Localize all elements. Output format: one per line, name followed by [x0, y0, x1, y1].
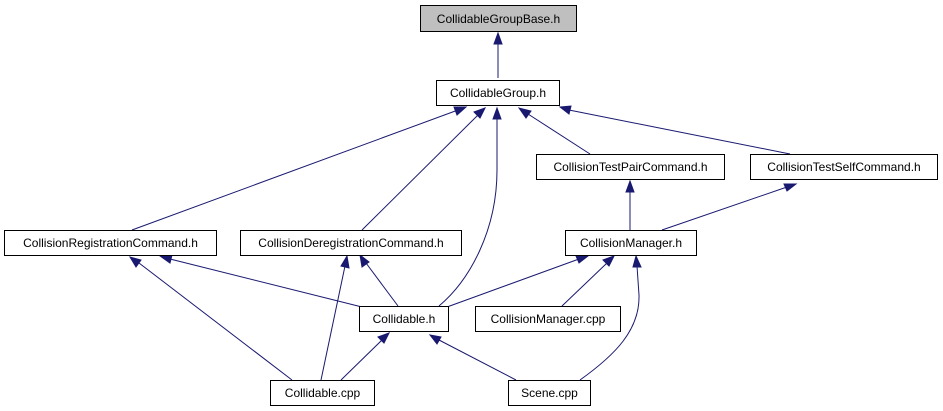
edge-collidableh-to-collidablegroup	[438, 118, 498, 307]
node-collisionderegistrationcommand-h[interactable]: CollisionDeregistrationCommand.h	[240, 230, 462, 256]
arrowhead	[625, 179, 635, 193]
arrowhead	[783, 183, 798, 192]
arrowhead	[128, 256, 142, 268]
edge-deregistration-to-collidablegroup	[361, 114, 479, 231]
edge-testpair-to-collidablegroup	[527, 113, 591, 155]
edge-collidableh-to-registration	[169, 258, 363, 308]
edge-scenecpp-to-collidableh	[438, 339, 517, 381]
edge-collidablecpp-to-registration	[138, 262, 293, 381]
arrowhead	[453, 106, 468, 116]
arrowhead	[632, 254, 642, 268]
arrowhead	[558, 105, 572, 115]
node-collisiontestpaircommand-h[interactable]: CollisionTestPairCommand.h	[536, 154, 725, 180]
edge-registration-to-collidablegroup	[131, 109, 459, 231]
node-collidablegroup-h[interactable]: CollidableGroup.h	[436, 80, 560, 106]
arrowhead	[492, 106, 502, 120]
arrowhead	[602, 255, 616, 267]
node-collidablegroupbase-h: CollidableGroupBase.h	[420, 5, 577, 32]
node-collisionmanager-h[interactable]: CollisionManager.h	[565, 230, 697, 256]
edge-testself-to-collidablegroup	[568, 109, 791, 155]
node-collidable-cpp[interactable]: Collidable.cpp	[270, 380, 375, 406]
edge-collidableh-to-manager	[446, 258, 580, 308]
edge-managercpp-to-manager	[561, 262, 608, 307]
arrowhead	[359, 253, 370, 268]
edge-collidablecpp-to-collidableh	[340, 339, 383, 381]
arrowhead	[340, 254, 350, 269]
node-collisionregistrationcommand-h[interactable]: CollisionRegistrationCommand.h	[4, 230, 217, 256]
arrowhead	[575, 255, 590, 264]
arrowhead	[473, 107, 487, 119]
arrowhead	[493, 31, 503, 45]
arrowhead	[158, 254, 173, 264]
edge-scenecpp-to-manager	[579, 265, 640, 381]
arrowhead	[428, 334, 442, 345]
edge-collidableh-to-deregistration	[365, 262, 399, 307]
node-collisionmanager-cpp[interactable]: CollisionManager.cpp	[475, 306, 621, 332]
arrowhead	[377, 332, 391, 344]
arrowhead	[517, 107, 532, 119]
node-scene-cpp[interactable]: Scene.cpp	[508, 380, 591, 406]
edge-collidablecpp-to-deregistration	[320, 265, 346, 381]
edge-manager-to-testself	[661, 186, 788, 231]
node-collisiontestselfcommand-h[interactable]: CollisionTestSelfCommand.h	[750, 154, 938, 180]
node-collidable-h[interactable]: Collidable.h	[359, 306, 449, 332]
